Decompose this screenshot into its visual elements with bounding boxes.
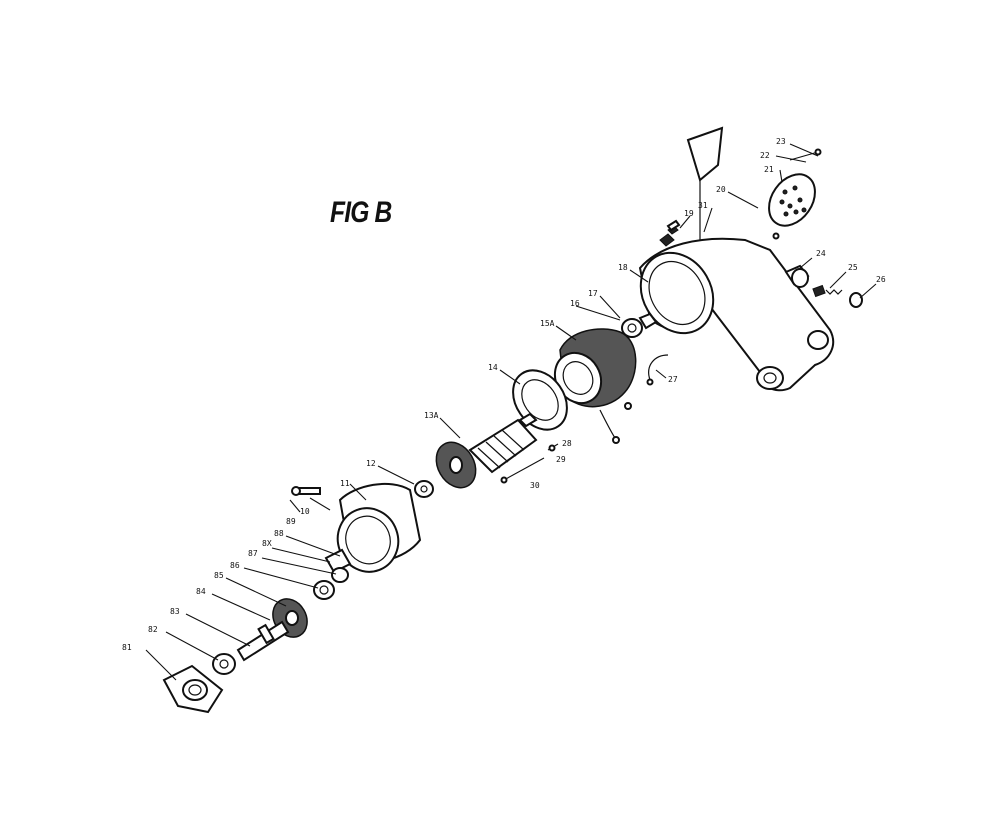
bearing-set-lower (313, 567, 349, 600)
callout-19: 19 (684, 209, 694, 218)
callout-85: 85 (214, 571, 224, 580)
callout-10: 10 (300, 507, 310, 516)
gear-and-shaft (236, 598, 308, 662)
callout-16: 16 (570, 299, 580, 308)
callout-18: 18 (618, 263, 628, 272)
callout-28: 28 (562, 439, 572, 448)
callout-89: 89 (286, 517, 296, 526)
callout-17: 17 (588, 289, 598, 298)
callout-23: 23 (776, 137, 786, 146)
bearing-82 (212, 653, 236, 675)
end-plate (162, 664, 224, 714)
callout-30: 30 (530, 481, 540, 490)
callout-83: 83 (170, 607, 180, 616)
callout-87: 87 (248, 549, 258, 558)
callout-25: 25 (848, 263, 858, 272)
callout-8x: 8X (262, 539, 272, 548)
hardware-screws (500, 148, 822, 484)
brush-holder-parts (784, 264, 863, 308)
bearing-set-upper (621, 312, 658, 338)
callout-22: 22 (760, 151, 770, 160)
callout-29: 29 (556, 455, 566, 464)
figure-title: FIG B (330, 196, 392, 229)
switch-plate (768, 173, 816, 227)
callout-labels: 81 82 83 84 85 86 87 8X 88 89 10 11 12 1… (122, 137, 886, 652)
washer-12 (414, 480, 434, 498)
callout-21: 21 (764, 165, 774, 174)
spindle-pins (289, 486, 331, 513)
callout-27: 27 (668, 375, 678, 384)
callout-24: 24 (816, 249, 826, 258)
armature (435, 412, 538, 489)
callout-31: 31 (698, 201, 708, 210)
baffle-ring (512, 369, 568, 431)
leader-lines (145, 143, 877, 681)
handle-housing (638, 126, 835, 392)
callout-88: 88 (274, 529, 284, 538)
callout-13a: 13A (424, 411, 439, 420)
callout-12: 12 (366, 459, 376, 468)
callout-81: 81 (122, 643, 132, 652)
callout-86: 86 (230, 561, 240, 570)
callout-84: 84 (196, 587, 206, 596)
callout-14: 14 (488, 363, 498, 372)
gear-case (324, 482, 422, 574)
callout-20: 20 (716, 185, 726, 194)
field-stator (553, 328, 637, 444)
callout-82: 82 (148, 625, 158, 634)
callout-11: 11 (340, 479, 350, 488)
callout-15a: 15A (540, 319, 555, 328)
callout-26: 26 (876, 275, 886, 284)
